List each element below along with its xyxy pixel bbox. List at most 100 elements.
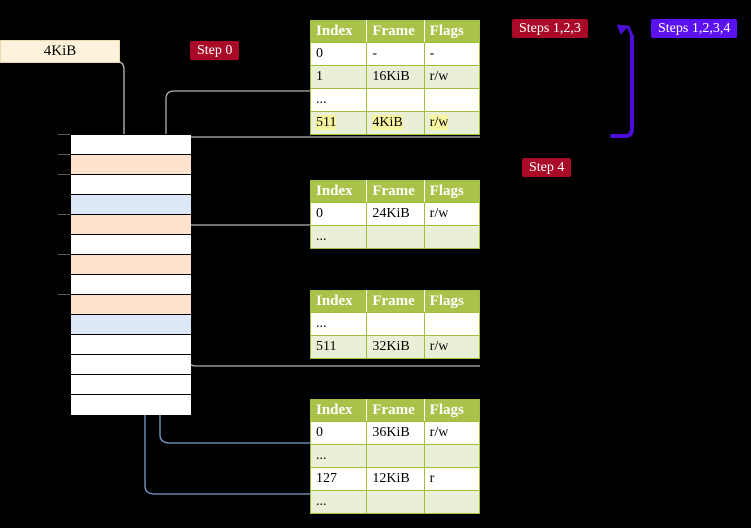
- memory-frame-tick: [58, 294, 70, 295]
- col-header-index: Index: [310, 399, 368, 422]
- cell-flags: r/w: [424, 421, 480, 445]
- memory-frame-row: [71, 355, 191, 375]
- cell-frame: [366, 490, 425, 514]
- cell-frame: 16KiB: [366, 65, 425, 89]
- physical-memory-column: [70, 134, 191, 415]
- cell-index: ...: [310, 88, 368, 112]
- cell-frame: [366, 312, 425, 336]
- cell-flags: r/w: [424, 202, 480, 226]
- memory-frame-tick: [58, 214, 70, 215]
- cell-index: 1: [310, 65, 368, 89]
- table-header-row: Index Frame Flags: [310, 399, 480, 422]
- memory-size-label: 4KiB: [0, 40, 120, 63]
- cell-flags: r/w: [424, 335, 480, 359]
- col-header-frame: Frame: [366, 180, 425, 203]
- cell-flags: [424, 225, 480, 249]
- cell-frame: 12KiB: [366, 467, 425, 491]
- memory-frame-row: [71, 195, 191, 215]
- badge-step-0: Step 0: [190, 41, 240, 60]
- table-header-row: Index Frame Flags: [310, 180, 480, 203]
- cell-index: ...: [310, 225, 368, 249]
- badge-step-4: Step 4: [522, 158, 572, 177]
- table-row: ...: [310, 88, 480, 112]
- memory-frame-row: [71, 395, 191, 415]
- memory-frame-tick: [58, 154, 70, 155]
- arrow-steps-1234-bracket: [610, 34, 634, 138]
- arrow-steps-1234-head: [616, 24, 634, 37]
- cell-index: 511: [310, 111, 368, 135]
- cell-frame: 24KiB: [366, 202, 425, 226]
- memory-frame-row: [71, 235, 191, 255]
- cell-index: 0: [310, 421, 368, 445]
- memory-frame-row: [71, 175, 191, 195]
- memory-frame-row: [71, 255, 191, 275]
- col-header-index: Index: [310, 180, 368, 203]
- wire-4kib-to-memory: [117, 61, 125, 143]
- memory-frame-row: [71, 335, 191, 355]
- highlight-mark: 4KiB: [372, 115, 403, 130]
- cell-index: 0: [310, 202, 368, 226]
- memory-frame-row: [71, 215, 191, 235]
- cell-frame: 4KiB: [366, 111, 425, 135]
- memory-frame-tick: [58, 134, 70, 135]
- table-row: ...: [310, 490, 480, 514]
- table-row: ...: [310, 312, 480, 336]
- memory-frame-tick: [58, 254, 70, 255]
- cell-index: ...: [310, 312, 368, 336]
- table-row: 0--: [310, 42, 480, 66]
- col-header-flags: Flags: [424, 290, 480, 313]
- cell-flags: [424, 490, 480, 514]
- cell-index: ...: [310, 444, 368, 468]
- cell-flags: [424, 444, 480, 468]
- table-row: ...: [310, 225, 480, 249]
- wire-t1-511-to-mem: [165, 136, 480, 146]
- table-row: ...: [310, 444, 480, 468]
- col-header-flags: Flags: [424, 20, 480, 43]
- memory-frame-row: [71, 295, 191, 315]
- cell-frame: 36KiB: [366, 421, 425, 445]
- cell-flags: r: [424, 467, 480, 491]
- col-header-flags: Flags: [424, 399, 480, 422]
- col-header-flags: Flags: [424, 180, 480, 203]
- cell-flags: [424, 88, 480, 112]
- col-header-frame: Frame: [366, 399, 425, 422]
- badge-steps-1-2-3-4: Steps 1,2,3,4: [651, 19, 738, 38]
- col-header-frame: Frame: [366, 20, 425, 43]
- memory-frame-row: [71, 135, 191, 155]
- cell-index: 127: [310, 467, 368, 491]
- cell-frame: [366, 444, 425, 468]
- memory-frame-row: [71, 275, 191, 295]
- memory-frame-row: [71, 315, 191, 335]
- memory-frame-tick: [58, 174, 70, 175]
- memory-frame-row: [71, 375, 191, 395]
- col-header-index: Index: [310, 20, 368, 43]
- cell-index: ...: [310, 490, 368, 514]
- cell-frame: -: [366, 42, 425, 66]
- badge-steps-1-2-3: Steps 1,2,3: [512, 19, 588, 38]
- cell-frame: 32KiB: [366, 335, 425, 359]
- col-header-index: Index: [310, 290, 368, 313]
- table-header-row: Index Frame Flags: [310, 20, 480, 43]
- highlight-mark: 511: [316, 115, 337, 130]
- cell-index: 0: [310, 42, 368, 66]
- memory-frame-row: [71, 155, 191, 175]
- table-row: 511 4KiB r/w: [310, 111, 480, 135]
- cell-frame: [366, 225, 425, 249]
- cell-index: 511: [310, 335, 368, 359]
- cell-flags: r/w: [424, 111, 480, 135]
- cell-flags: r/w: [424, 65, 480, 89]
- cell-flags: [424, 312, 480, 336]
